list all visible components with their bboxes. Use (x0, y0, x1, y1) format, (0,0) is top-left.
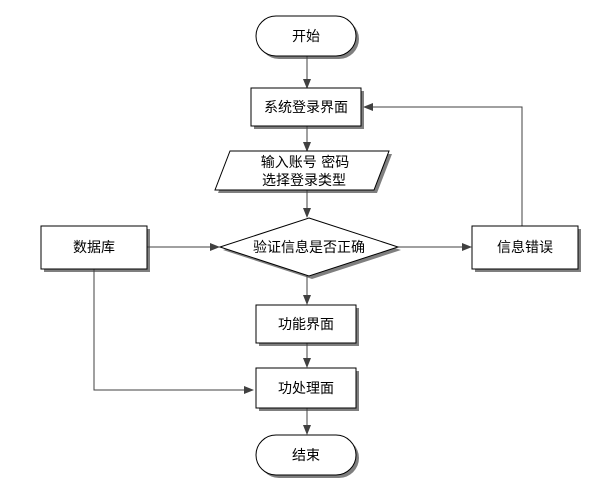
edge-error-to-login (363, 103, 523, 226)
node-processing-screen: 功处理面 (255, 367, 357, 409)
node-error: 信息错误 (471, 225, 579, 270)
node-error-label: 信息错误 (497, 239, 553, 256)
node-function-screen-label: 功能界面 (278, 317, 334, 333)
node-verify: 验证信息是否正确 (218, 217, 400, 277)
node-function-screen: 功能界面 (255, 304, 357, 344)
node-end: 结束 (255, 434, 357, 476)
node-login-screen-label: 系统登录界面 (264, 100, 348, 116)
node-end-label: 结束 (292, 448, 320, 464)
edge-database-to-processing (93, 269, 254, 394)
node-input-line1: 输入账号 密码 (261, 154, 349, 171)
node-processing-screen-label: 功处理面 (278, 381, 334, 397)
node-database-label: 数据库 (73, 240, 115, 256)
node-input: 输入账号 密码 选择登录类型 (214, 150, 390, 191)
node-login-screen: 系统登录界面 (250, 87, 362, 127)
node-start: 开始 (255, 15, 357, 57)
node-start-label: 开始 (292, 29, 320, 45)
node-verify-label: 验证信息是否正确 (253, 239, 365, 256)
node-input-line2: 选择登录类型 (262, 173, 346, 189)
node-database: 数据库 (40, 225, 148, 270)
connectors (93, 56, 523, 435)
